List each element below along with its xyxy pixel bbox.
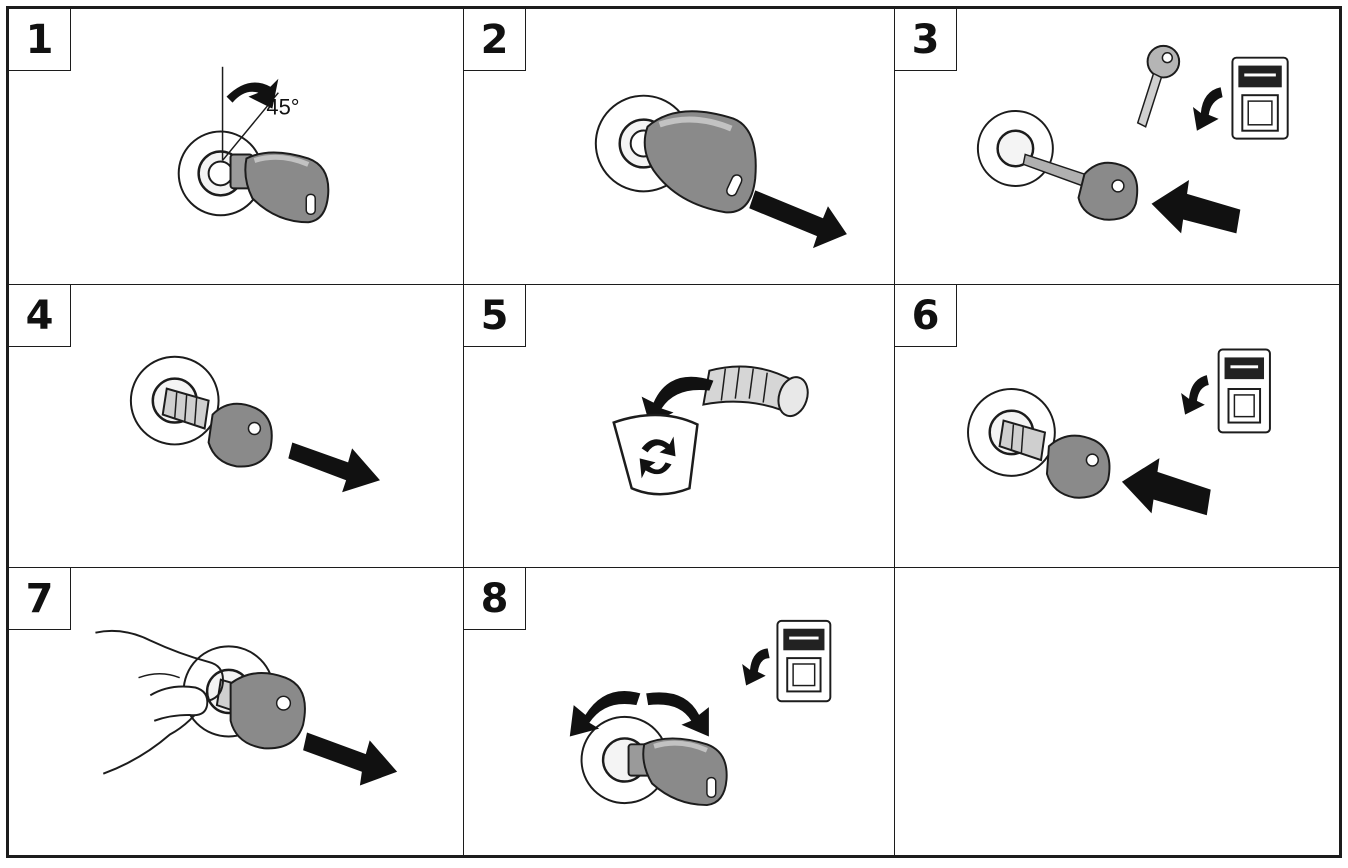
ignition-ring-icon	[976, 109, 1054, 187]
display-panel-icon	[1217, 348, 1271, 434]
step-6-number: 6	[895, 285, 957, 347]
curved-arrow-icon	[742, 648, 770, 686]
lock-cylinder-icon	[702, 365, 809, 418]
hand-icon	[95, 629, 224, 775]
curved-arrow-icon	[641, 376, 714, 425]
step-3-illustration	[976, 44, 1289, 234]
step-3-number: 3	[895, 9, 957, 71]
step-6-illustration	[967, 348, 1271, 516]
lock-cylinder-icon	[998, 419, 1111, 499]
step-7-number: 7	[9, 568, 71, 630]
step-1-number: 1	[9, 9, 71, 71]
curved-arrow-icon	[1181, 375, 1209, 415]
pull-out-arrow-icon	[303, 732, 398, 786]
step-2-panel: 2	[464, 9, 895, 285]
empty-panel	[895, 568, 1339, 855]
key-in-ignition-icon	[627, 737, 728, 807]
pull-out-arrow-icon	[749, 190, 847, 249]
step-4-number: 4	[9, 285, 71, 347]
step-8-panel: 8	[464, 568, 895, 855]
step-2-number: 2	[464, 9, 526, 71]
rotate-both-ways-icon	[569, 691, 709, 737]
lock-cylinder-icon	[161, 387, 273, 468]
step-3-panel: 3	[895, 9, 1339, 285]
step-8-number: 8	[464, 568, 526, 630]
recycle-bin-icon	[612, 413, 699, 496]
step-8-illustration	[569, 619, 832, 807]
step-1-panel: 1 45°	[9, 9, 464, 285]
insert-arrow-icon	[1121, 458, 1211, 516]
step-7-illustration	[95, 629, 398, 786]
pull-out-arrow-icon	[288, 442, 380, 493]
rotate-arrow-icon	[226, 78, 279, 109]
step-7-panel: 7	[9, 568, 464, 855]
curved-arrow-icon	[1192, 87, 1223, 131]
display-panel-icon	[1231, 56, 1289, 140]
key-in-ignition-icon	[229, 151, 330, 224]
insert-arrow-icon	[1151, 180, 1241, 234]
step-5-illustration	[612, 365, 809, 496]
instruction-grid: 1 45° 2	[6, 6, 1342, 858]
blank-key-icon	[1022, 153, 1139, 221]
step-1-illustration: 45°	[177, 66, 330, 224]
spare-key-icon	[1136, 44, 1181, 128]
step-4-panel: 4	[9, 285, 464, 568]
step-5-number: 5	[464, 285, 526, 347]
display-panel-icon	[776, 619, 832, 703]
step-5-panel: 5	[464, 285, 895, 568]
key-in-ignition-icon	[643, 110, 757, 214]
step-4-illustration	[129, 355, 380, 493]
step-6-panel: 6	[895, 285, 1339, 568]
step-2-illustration	[594, 94, 847, 249]
lock-cylinder-icon	[215, 672, 306, 750]
